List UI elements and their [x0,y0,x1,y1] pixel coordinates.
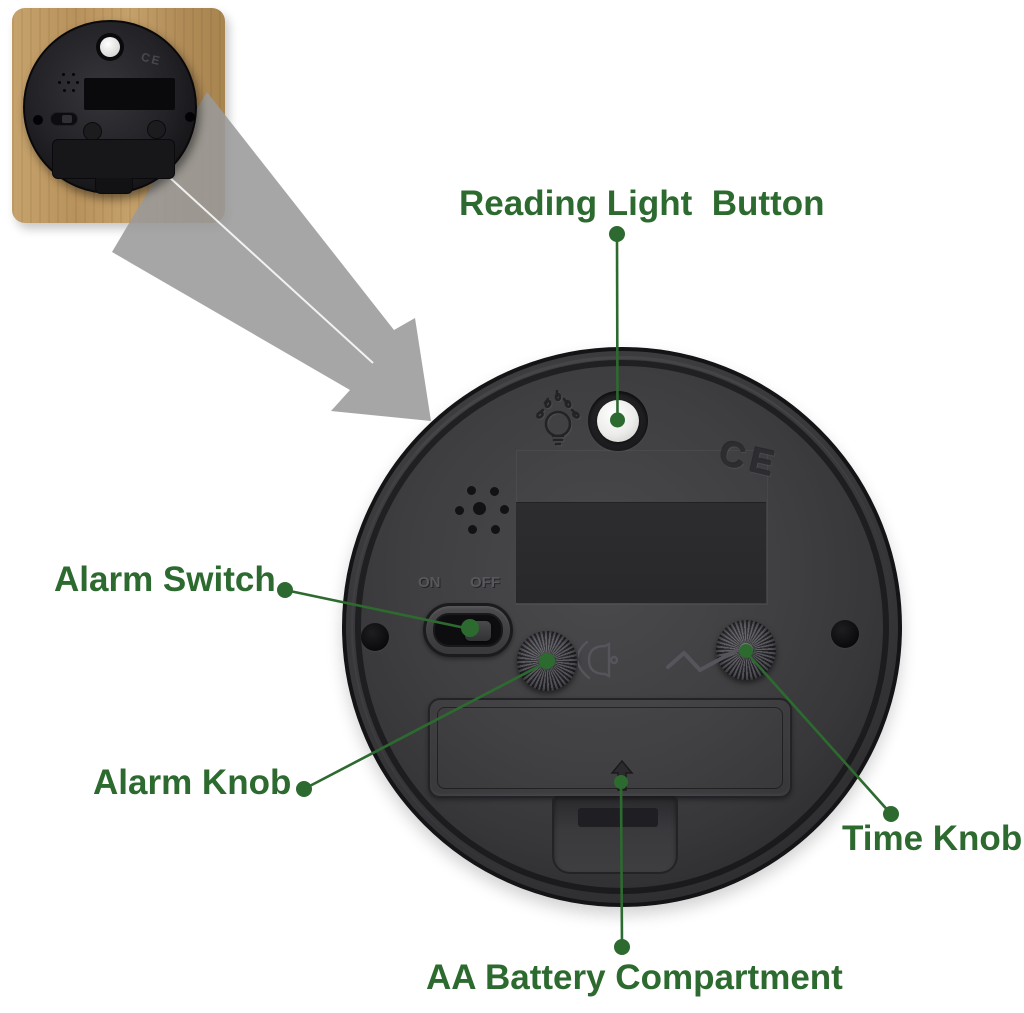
alarm-switch-opening [433,613,503,647]
screw-hole-left [361,623,389,651]
inset-alarm-switch [50,112,78,126]
light-bulb-icon [536,389,580,446]
inset-battery-door [52,139,175,179]
inset-time-knob [147,120,166,139]
label-time-knob: Time Knob [842,819,1023,858]
battery-door-arrow-icon [610,759,634,791]
clock-back-view: CE ON OFF [342,347,902,907]
inset-reading-light-button [100,37,120,57]
switch-off-label: OFF [470,574,500,591]
alarm-bell-icon [578,640,618,680]
switch-on-label: ON [418,574,441,591]
inset-ce-mark: CE [139,49,164,69]
alarm-switch-slider [465,621,491,641]
rim-highlight [351,356,893,898]
label-sticker [516,503,766,603]
reading-light-button [597,400,639,442]
inset-screw-hole-left [33,115,43,125]
inset-speaker-holes [58,71,82,95]
label-alarm-knob: Alarm Knob [93,763,292,802]
label-battery-compartment: AA Battery Compartment [426,958,843,997]
clock-hands-icon [666,648,739,672]
alarm-knob [517,631,577,691]
inset-battery-latch [95,178,133,194]
label-alarm-switch: Alarm Switch [54,560,276,599]
inset-clock-back: CE [23,20,197,194]
speaker-holes [448,477,509,537]
inset-label-sticker [84,78,175,110]
battery-latch-tab [552,796,678,874]
screw-hole-right [831,620,859,648]
label-reading-light-button: Reading Light Button [459,184,825,223]
battery-latch-recess [578,808,658,827]
alarm-knob-cap [540,654,554,668]
alarm-switch [423,603,513,657]
inset-screw-hole-right [185,112,195,122]
